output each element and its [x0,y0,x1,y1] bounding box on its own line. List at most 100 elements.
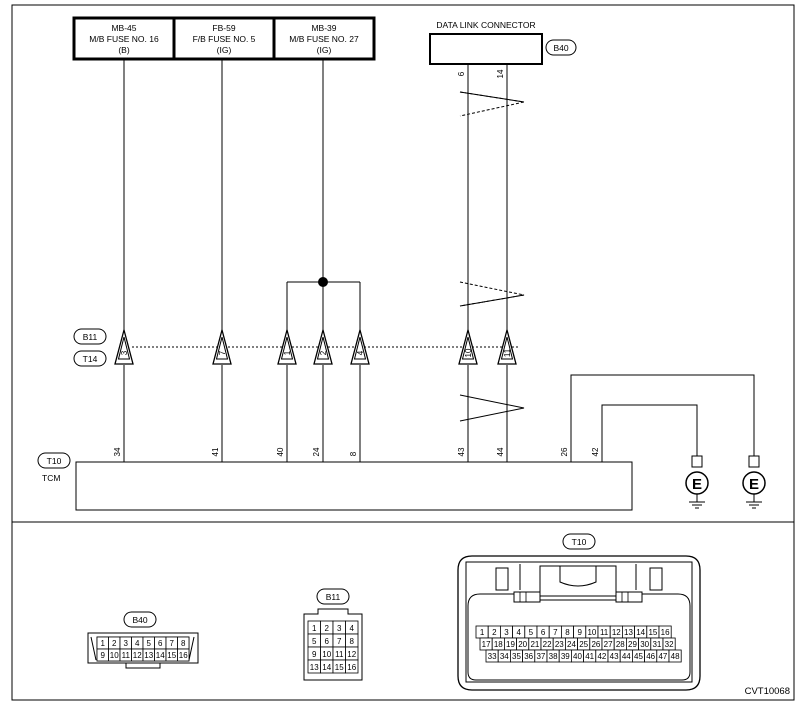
pin-number: 4 [356,350,365,355]
fuse-power: (IG) [217,45,232,55]
connector-tag-b11 [316,588,350,605]
pin-number: 30 [640,640,649,649]
pin-number: 43 [457,447,466,456]
pin-number: 18 [494,640,503,649]
pin-number: 15 [648,628,657,637]
pin-number: 47 [658,652,667,661]
pin-number: 16 [661,628,670,637]
pin-number: 10 [110,651,119,660]
pin-number: 7 [170,639,175,648]
connector-tag-t10 [37,452,71,469]
wires [123,59,755,462]
pin-number: 10 [587,628,596,637]
pin-number: 44 [496,447,505,456]
data-link-box [429,33,543,65]
pin-cell [668,649,682,663]
pin-number: 10 [322,650,331,659]
connector-tag-label: T14 [83,354,98,364]
pin-number: 6 [325,637,330,646]
pin-number: 5 [529,628,534,637]
pin-number: 48 [671,652,680,661]
pin-number: 39 [561,652,570,661]
figure-code: CVT10068 [745,686,790,697]
connector-tag-label: B40 [132,615,147,625]
pin-number: 1 [101,639,106,648]
fuse-id: MB-39 [311,23,336,33]
pin-number: 8 [565,628,570,637]
pin-number: 20 [518,640,527,649]
pin-number: 19 [506,640,515,649]
pin-number: 6 [158,639,163,648]
connector-pin: 7 [212,327,232,365]
pin-number: 11 [503,348,512,357]
pin-number: 2 [319,350,328,355]
data-link-title: DATA LINK CONNECTOR [436,20,535,30]
pin-number: 4 [350,624,355,633]
pin-number: 8 [350,637,355,646]
ground-label: E [749,476,759,493]
pin-number: 26 [591,640,600,649]
pin-number: 34 [113,447,122,456]
pin-number: 3 [120,350,129,355]
pin-number: 44 [622,652,631,661]
pin-number: 37 [536,652,545,661]
twisted-pair-mark [459,91,525,117]
pin-number: 26 [560,447,569,456]
pin-number: 14 [496,69,505,78]
pin-number: 21 [530,640,539,649]
b40-latch [125,662,161,669]
pin-number: 10 [464,348,473,357]
pin-number: 1 [480,628,485,637]
fuse-id: MB-45 [111,23,136,33]
fuse-power: (IG) [317,45,332,55]
twisted-pair-mark [459,91,525,103]
pin-number: 9 [577,628,582,637]
ground-wire [601,404,698,462]
pin-number: 13 [624,628,633,637]
connector-pin: 2 [313,327,333,365]
pin-number: 3 [337,624,342,633]
pin-number: 15 [335,663,344,672]
pin-number: 5 [147,639,152,648]
pin-number: 7 [553,628,558,637]
pin-number: 14 [156,651,165,660]
pin-number: 2 [112,639,117,648]
twisted-pair-mark [459,281,525,307]
pin-number: 28 [616,640,625,649]
pin-number: 24 [567,640,576,649]
twisted-pair-marks [459,91,525,422]
pin-number: 15 [167,651,176,660]
connector-tag-label: B11 [326,592,341,602]
pin-number: 1 [312,624,317,633]
pin-number: 33 [488,652,497,661]
pin-number: 40 [276,447,285,456]
ground-wire [570,374,755,462]
pin-number: 41 [211,447,220,456]
pin-number: 3 [124,639,129,648]
pin-number: 29 [628,640,637,649]
connector-tag-t14 [73,350,107,367]
pin-number: 7 [218,350,227,355]
data-link-connector: DATA LINK CONNECTOR B40 6 14 [429,20,577,78]
pin-number: 8 [181,639,186,648]
pin-number: 5 [312,637,317,646]
pin-number: 35 [512,652,521,661]
connector-tag-b40 [545,39,577,56]
pin-number: 14 [636,628,645,637]
connector-pins: 3 7 1 2 4 10 11 [114,327,517,365]
ground-symbol: E [742,455,766,509]
connector-pin: 3 [114,327,134,365]
diagram-frame [11,4,795,701]
connector-tag-label: T10 [47,456,62,466]
pin-number: 42 [597,652,606,661]
pin-number: 11 [600,628,609,637]
pin-number: 17 [482,640,491,649]
connector-pin: 11 [497,327,517,365]
connector-tag-t10 [562,533,596,550]
pin-number: 13 [144,651,153,660]
tcm-unit: T10 TCM 34 41 40 24 8 43 44 26 42 [37,447,633,511]
pin-number: 31 [652,640,661,649]
